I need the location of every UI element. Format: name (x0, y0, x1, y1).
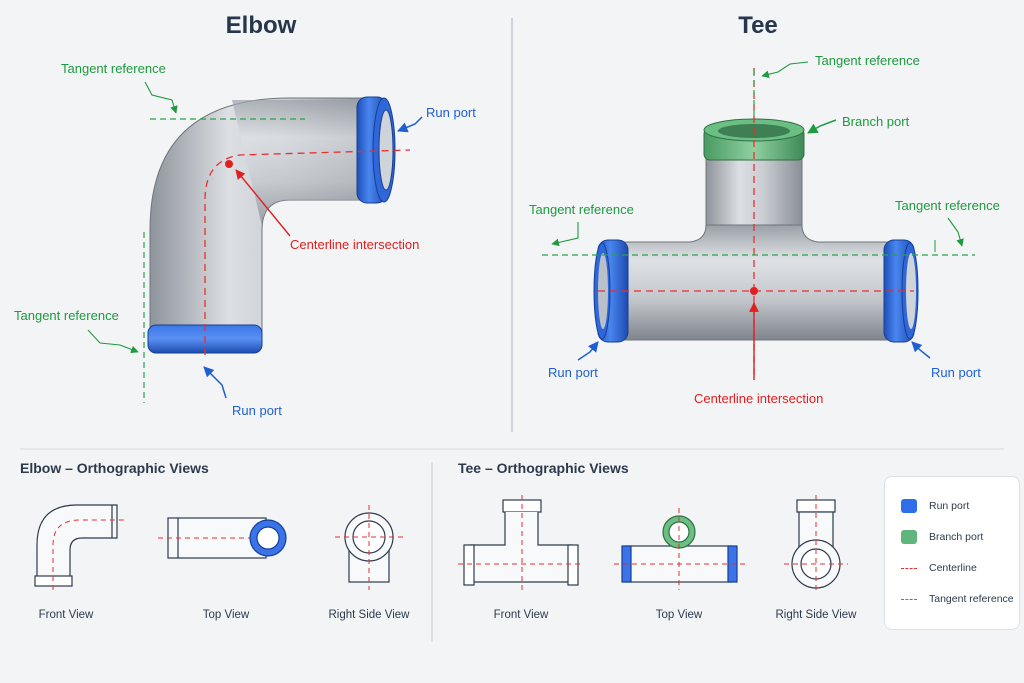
elbow-centerline-intersection-dot (225, 160, 233, 168)
elbow-top-caption: Top View (202, 609, 250, 621)
tee-top-view (614, 508, 745, 590)
tee-side-view (784, 495, 848, 594)
branch-port-swatch (901, 530, 917, 544)
tee-side-caption: Right Side View (775, 609, 857, 621)
elbow-tangent-left-label: Tangent reference (14, 308, 119, 323)
tangent-swatch (901, 598, 917, 600)
elbow-side-caption: Right Side View (328, 609, 410, 621)
tee-centerline-intersection-dot (750, 287, 758, 295)
tee-top-caption: Top View (655, 609, 703, 621)
legend-label: Run port (929, 500, 970, 512)
tee-tangent-right-label: Tangent reference (895, 198, 1000, 213)
centerline-swatch (901, 567, 917, 569)
elbow-side-view (335, 505, 403, 590)
tee-tangent-top-label: Tangent reference (815, 53, 920, 68)
elbow-centerline-label: Centerline intersection (290, 237, 420, 252)
elbow-tangent-top-label: Tangent reference (61, 61, 166, 76)
tee-centerline-label: Centerline intersection (694, 391, 824, 406)
tee-front-view (458, 495, 584, 590)
elbow-front-view (34, 504, 125, 590)
run-port-swatch (901, 499, 917, 513)
elbow-ortho-heading: Elbow – Orthographic Views (20, 460, 209, 476)
elbow-run-port-right-label: Run port (426, 105, 476, 120)
tee-title: Tee (738, 12, 778, 39)
legend-item-branch-port: Branch port (901, 528, 983, 546)
elbow-title: Elbow (225, 12, 297, 39)
tee-run-port-left-label: Run port (548, 365, 598, 380)
elbow-run-port-bottom-label: Run port (232, 403, 282, 418)
legend-item-run-port: Run port (901, 497, 969, 515)
tee-tangent-left-label: Tangent reference (529, 202, 634, 217)
legend-item-tangent: Tangent reference (901, 590, 1014, 608)
legend-item-centerline: Centerline (901, 559, 977, 577)
elbow-top-view (158, 517, 287, 559)
elbow-3d (87, 81, 423, 403)
legend-label: Branch port (929, 531, 984, 543)
tee-run-port-right-label: Run port (931, 365, 981, 380)
legend-label: Centerline (929, 562, 977, 574)
tee-3d (542, 61, 975, 380)
tee-front-caption: Front View (493, 609, 549, 621)
tee-branch-port-label: Branch port (842, 114, 910, 129)
tee-ortho-heading: Tee – Orthographic Views (458, 460, 629, 476)
elbow-front-caption: Front View (38, 609, 94, 621)
legend: Run port Branch port Centerline Tangent … (884, 476, 1020, 630)
legend-label: Tangent reference (929, 593, 1014, 605)
